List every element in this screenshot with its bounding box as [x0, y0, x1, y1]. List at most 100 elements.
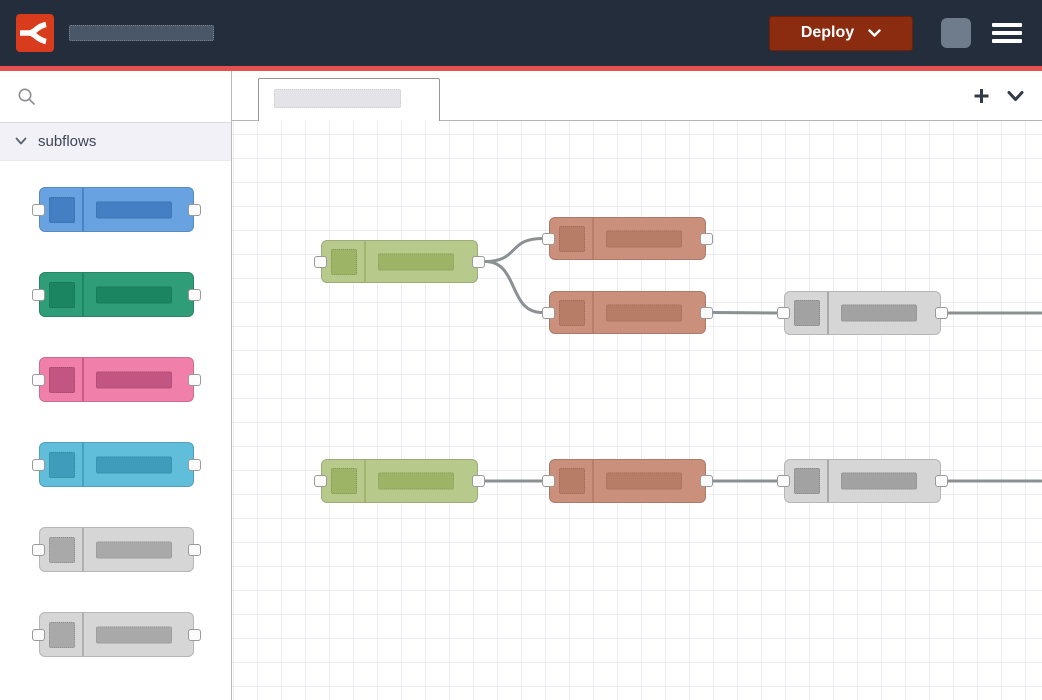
palette-category-label: subflows — [38, 133, 97, 150]
node-output-port[interactable] — [700, 232, 713, 245]
node-icon — [559, 468, 585, 494]
palette-node-cyan[interactable] — [32, 442, 201, 487]
deploy-button-label: Deploy — [800, 24, 855, 41]
main-menu-button[interactable] — [992, 23, 1022, 43]
node-icon — [49, 621, 75, 648]
node-input-port — [32, 628, 45, 641]
node-icon — [794, 468, 820, 494]
node-output-port — [188, 543, 201, 556]
deploy-button[interactable]: Deploy — [769, 15, 913, 51]
wires-layer — [483, 237, 1042, 483]
hamburger-icon — [992, 23, 1022, 27]
node-output-port[interactable] — [700, 475, 713, 487]
chevron-down-icon — [15, 137, 27, 145]
node-icon — [331, 468, 357, 494]
flow-list-button[interactable] — [1007, 90, 1024, 102]
flow-node-salmon-2[interactable] — [542, 291, 713, 334]
node-label-placeholder — [96, 626, 172, 643]
palette-node-pink[interactable] — [32, 357, 201, 402]
node-output-port — [188, 203, 201, 216]
plus-icon — [974, 88, 989, 103]
deploy-chevron-down-icon — [868, 28, 881, 37]
node-separator — [82, 613, 84, 656]
palette-node-gray-1[interactable] — [32, 527, 201, 572]
wire-salmon-2-to-gray-1[interactable] — [711, 311, 779, 315]
hamburger-icon — [992, 31, 1022, 35]
main-area: subflows — [0, 71, 1042, 700]
node-label-placeholder — [606, 472, 682, 490]
node-icon — [559, 225, 585, 252]
node-label-placeholder — [96, 371, 172, 388]
palette-node-green[interactable] — [32, 272, 201, 317]
node-separator — [592, 460, 594, 502]
flow-node-salmon-1[interactable] — [542, 217, 713, 260]
node-output-port[interactable] — [700, 306, 713, 319]
palette-node-blue[interactable] — [32, 187, 201, 232]
node-separator — [82, 358, 84, 401]
node-output-port — [188, 628, 201, 641]
node-label-placeholder — [96, 201, 172, 218]
node-output-port[interactable] — [935, 475, 948, 487]
node-input-port[interactable] — [542, 475, 555, 487]
node-icon — [331, 248, 357, 275]
flow-node-gray-1[interactable] — [777, 291, 948, 335]
palette-node-gray-2[interactable] — [32, 612, 201, 657]
flow-tab[interactable] — [258, 78, 440, 121]
node-label-placeholder — [841, 472, 917, 490]
node-input-port[interactable] — [542, 306, 555, 319]
node-input-port — [32, 203, 45, 216]
node-output-port — [188, 373, 201, 386]
node-separator — [364, 241, 366, 282]
node-output-port[interactable] — [472, 255, 485, 268]
header-accent-line — [0, 66, 1042, 71]
palette-category-subflows[interactable]: subflows — [0, 123, 231, 161]
node-input-port — [32, 288, 45, 301]
node-icon — [559, 299, 585, 326]
palette-list — [0, 161, 231, 697]
flow-canvas[interactable] — [232, 121, 1042, 700]
node-label-placeholder — [606, 304, 682, 321]
node-separator — [82, 528, 84, 571]
node-separator — [827, 292, 829, 334]
node-input-port[interactable] — [314, 255, 327, 268]
flow-node-green-2[interactable] — [314, 459, 485, 503]
flow-node-gray-2[interactable] — [777, 459, 948, 503]
header-bar: Deploy — [0, 0, 1042, 66]
node-output-port[interactable] — [472, 475, 485, 487]
flow-node-green-1[interactable] — [314, 240, 485, 283]
workspace — [232, 71, 1042, 700]
node-label-placeholder — [378, 253, 454, 270]
hamburger-icon — [992, 39, 1022, 43]
node-input-port[interactable] — [777, 307, 790, 319]
node-separator — [82, 273, 84, 316]
node-icon — [49, 196, 75, 223]
palette-search[interactable] — [0, 71, 231, 123]
search-icon — [18, 88, 35, 105]
node-icon — [49, 536, 75, 563]
node-separator — [592, 218, 594, 259]
node-input-port[interactable] — [777, 475, 790, 487]
flow-tab-label-placeholder — [274, 89, 401, 108]
palette-sidebar: subflows — [0, 71, 232, 700]
app-title-placeholder — [69, 25, 214, 41]
node-input-port[interactable] — [314, 475, 327, 487]
node-input-port — [32, 458, 45, 471]
node-separator — [827, 460, 829, 502]
user-avatar-button[interactable] — [941, 18, 971, 48]
flow-node-salmon-3[interactable] — [542, 459, 713, 503]
node-label-placeholder — [841, 304, 917, 322]
node-output-port[interactable] — [935, 307, 948, 319]
add-flow-button[interactable] — [973, 87, 990, 104]
node-output-port — [188, 288, 201, 301]
node-separator — [364, 460, 366, 502]
node-label-placeholder — [606, 230, 682, 247]
node-input-port[interactable] — [542, 232, 555, 245]
node-separator — [82, 188, 84, 231]
node-input-port — [32, 373, 45, 386]
node-red-logo-icon — [16, 14, 54, 52]
node-icon — [49, 451, 75, 478]
node-output-port — [188, 458, 201, 471]
wire-green-1-to-salmon-2[interactable] — [483, 260, 544, 314]
wire-green-1-to-salmon-1[interactable] — [483, 237, 544, 263]
